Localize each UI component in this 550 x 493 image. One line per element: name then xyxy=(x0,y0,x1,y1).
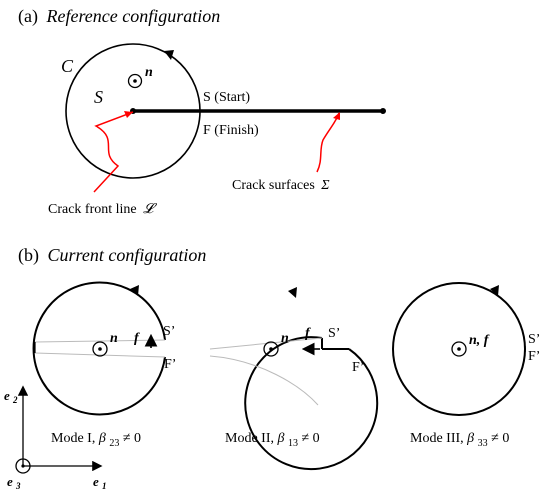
mode-3-finish-label: F’ xyxy=(528,349,540,364)
svg-text:(a) Reference configurat: (a) Reference configuration xyxy=(18,6,220,27)
mode-2-subscript: 13 xyxy=(288,438,298,449)
mode-2-normal-icon xyxy=(263,341,279,357)
mode-2-contour xyxy=(244,336,379,471)
mode-3-normal-icon xyxy=(451,341,467,357)
crack-surfaces-label: Crack surfaces xyxy=(232,178,315,193)
crack-surfaces-pointer xyxy=(316,112,340,173)
mode-2-crack-faint-face xyxy=(209,337,323,406)
mode-2-start-label: S’ xyxy=(328,326,340,341)
mode-1-force-label: f xyxy=(134,331,140,346)
crack-surfaces-symbol: Σ xyxy=(320,178,330,193)
panel-b-label: (b) xyxy=(18,245,39,266)
mode-3-caption: Mode III, xyxy=(410,431,467,446)
e3-dot-icon xyxy=(21,464,25,468)
svg-text:Crack front line 𝓛: Crack front line 𝓛 xyxy=(48,202,157,217)
e3-subscript: 3 xyxy=(15,481,21,491)
mode-2-condition: ≠ 0 xyxy=(301,431,319,446)
mode-3-subscript: 33 xyxy=(478,438,488,449)
crack-end-point xyxy=(380,108,386,114)
mode-2-force-label: f xyxy=(305,326,311,341)
e3-out-of-page-icon xyxy=(15,458,31,474)
normal-dot-icon xyxy=(133,79,137,83)
panel-a-title: Reference configuration xyxy=(45,6,220,26)
mode-2-beta: β xyxy=(277,431,285,446)
mode-1-crack-lower-face xyxy=(34,352,166,358)
svg-text:(b) Current configuratio: (b) Current configuration xyxy=(18,245,206,266)
mode-1-beta: β xyxy=(98,431,106,446)
svg-text:e 1: e 1 xyxy=(93,474,107,491)
mode-3-normal-force-label: n, f xyxy=(469,333,490,348)
normal-label: n xyxy=(145,65,153,80)
mode-3-circulation-arrow-icon xyxy=(490,285,499,296)
mode-3-beta: β xyxy=(466,431,474,446)
mode-1-caption: Mode I, xyxy=(51,431,99,446)
mode-2-caption: Mode II, xyxy=(225,431,278,446)
mode-1-normal-dot-icon xyxy=(98,347,102,351)
circulation-arrow-icon xyxy=(164,50,174,60)
mode-1-condition: ≠ 0 xyxy=(123,431,141,446)
mode-2-circulation-arrow-icon xyxy=(288,287,297,298)
e2-label: e xyxy=(4,388,10,403)
crack-front-label: Crack front line xyxy=(48,202,137,217)
curve-label: C xyxy=(61,56,74,76)
e1-label: e xyxy=(93,474,99,489)
mode-1-start-label: S’ xyxy=(163,324,175,339)
svg-text:Mode II, β 13: Mode II, β 13 ≠ 0 xyxy=(225,431,320,450)
mode-3-condition: ≠ 0 xyxy=(491,431,509,446)
mode-1-subscript: 23 xyxy=(109,438,119,449)
crack-front-pointer xyxy=(93,111,134,193)
svg-text:Mode III, β 3: Mode III, β 33 ≠ 0 xyxy=(410,431,509,450)
e1-subscript: 1 xyxy=(102,481,107,491)
crack-surfaces-pointer-arrow-icon xyxy=(333,112,340,120)
mode-1-diagram: n f S’ F’ Mode I, β 23 ≠ 0 xyxy=(32,281,176,450)
mode-2-normal-dot-icon xyxy=(269,347,273,351)
panel-b-title: Current configuration xyxy=(48,245,207,265)
e3-label: e xyxy=(7,474,13,489)
panel-a: (a) Reference configuration C S n S (Sta… xyxy=(18,6,386,217)
mode-3-diagram: n, f S’ F’ Mode III, β 33 ≠ 0 xyxy=(392,282,540,450)
panel-a-label: (a) xyxy=(18,6,38,27)
svg-text:e 2: e 2 xyxy=(4,388,18,405)
surface-label: S xyxy=(94,87,103,107)
crack-front-symbol: 𝓛 xyxy=(143,202,157,217)
svg-text:e 3: e 3 xyxy=(7,474,21,491)
start-label: S (Start) xyxy=(203,90,250,105)
mode-2-normal-label: n xyxy=(281,331,289,346)
svg-text:Mode I, β 23: Mode I, β 23 ≠ 0 xyxy=(51,431,141,450)
mode-2-finish-label: F’ xyxy=(352,360,364,375)
crack-front-pointer-arrow-icon xyxy=(124,111,133,118)
normal-out-of-page-icon xyxy=(127,73,143,89)
coordinate-axes: e 2 e 3 e 1 xyxy=(4,385,107,491)
mode-2-diagram: n f S’ F’ Mode II, β 13 ≠ 0 xyxy=(209,287,379,471)
mode-1-crack-upper-face xyxy=(34,339,166,343)
mode-1-normal-label: n xyxy=(110,331,118,346)
mode-3-start-label: S’ xyxy=(528,332,540,347)
finish-label: F (Finish) xyxy=(203,123,259,138)
mode-1-circulation-arrow-icon xyxy=(130,285,139,296)
mode-1-finish-label: F’ xyxy=(164,357,176,372)
mode-1-contour xyxy=(32,281,166,416)
e2-subscript: 2 xyxy=(12,395,18,405)
svg-text:Crack surfaces Σ: Crack surfaces Σ xyxy=(232,178,330,193)
mode-1-normal-icon xyxy=(92,341,108,357)
mode-3-normal-dot-icon xyxy=(457,347,461,351)
panel-b: (b) Current configuration n f S’ F’ Mode… xyxy=(4,245,540,491)
